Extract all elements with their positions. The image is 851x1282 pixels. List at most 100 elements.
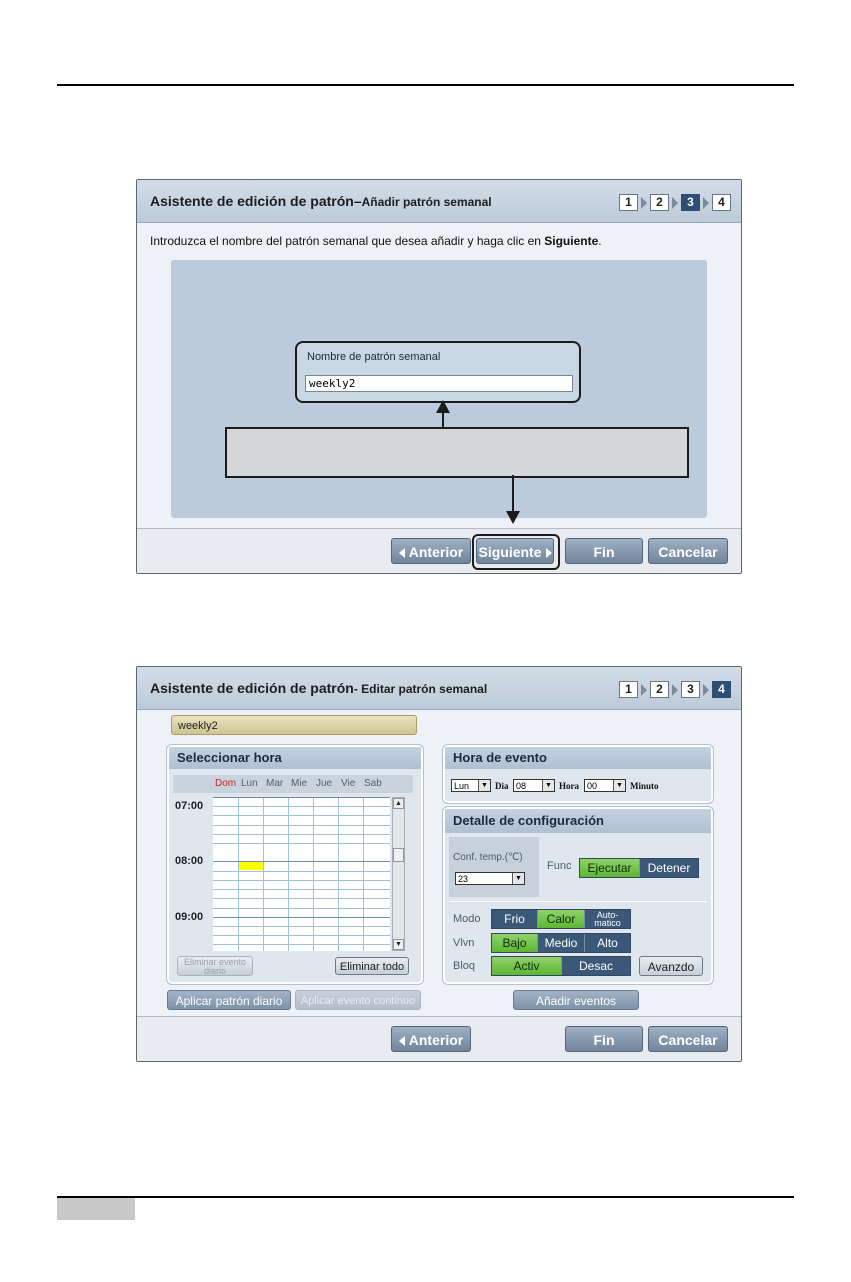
select-time-box: Seleccionar hora Dom Lun Mar Mie Jue Vie… xyxy=(167,745,423,984)
window-title: Asistente de edición de patrón–Añadir pa… xyxy=(150,193,492,209)
chevron-right-icon xyxy=(545,548,552,559)
callout-box xyxy=(225,427,689,478)
dropdown-arrow-icon: ▼ xyxy=(478,780,490,791)
cancelar-button[interactable]: Cancelar xyxy=(648,538,728,564)
bajo-option[interactable]: Bajo xyxy=(492,934,538,952)
time-scrollbar[interactable]: ▲ ▼ xyxy=(392,797,405,951)
event-time-box: Hora de evento Lun▼ Dia 08▼ Hora 00▼ Min… xyxy=(443,745,713,803)
callout-line-down xyxy=(512,475,514,513)
pattern-name-input[interactable] xyxy=(305,375,573,392)
page-number-tab xyxy=(57,1198,135,1220)
fin-button[interactable]: Fin xyxy=(565,538,643,564)
step-1: 1 xyxy=(619,194,638,211)
func-label: Func xyxy=(547,860,572,872)
pattern-name-label: Nombre de patrón semanal xyxy=(307,351,441,363)
top-rule xyxy=(57,84,794,86)
wizard-window-add: Asistente de edición de patrón–Añadir pa… xyxy=(136,179,742,574)
event-time-heading: Hora de evento xyxy=(445,747,711,769)
detener-option[interactable]: Detener xyxy=(640,859,698,877)
anterior-button[interactable]: Anterior xyxy=(391,1026,471,1052)
aplicar-evento-button[interactable]: Aplicar evento continuo xyxy=(295,990,421,1010)
temp-select[interactable]: 23▼ xyxy=(455,872,525,885)
time-label: 07:00 xyxy=(175,800,204,812)
pattern-name-display: weekly2 xyxy=(171,715,417,735)
arrow-up-icon xyxy=(436,400,450,413)
modo-toggle: Frio Calor Auto- matico xyxy=(491,909,631,929)
anadir-eventos-button[interactable]: Añadir eventos xyxy=(513,990,639,1010)
dropdown-arrow-icon: ▼ xyxy=(542,780,554,791)
bloq-toggle: Activ Desac xyxy=(491,956,631,976)
time-grid[interactable] xyxy=(213,797,390,951)
vlvn-toggle: Bajo Medio Alto xyxy=(491,933,631,953)
config-divider xyxy=(449,901,707,902)
step-arrow-icon xyxy=(703,196,709,209)
day-sat[interactable]: Sab xyxy=(364,778,382,789)
day-header: Dom Lun Mar Mie Jue Vie Sab xyxy=(173,775,413,793)
day-select[interactable]: Lun▼ xyxy=(451,779,491,792)
desac-option[interactable]: Desac xyxy=(562,957,630,975)
step-indicator: 1 2 3 4 xyxy=(619,194,731,211)
select-time-heading: Seleccionar hora xyxy=(169,747,421,769)
activ-option[interactable]: Activ xyxy=(492,957,562,975)
siguiente-highlight xyxy=(472,534,560,570)
step-1: 1 xyxy=(619,681,638,698)
siguiente-button[interactable]: Siguiente xyxy=(476,538,554,564)
auto-option[interactable]: Auto- matico xyxy=(585,910,630,928)
scroll-up-icon[interactable]: ▲ xyxy=(393,798,404,809)
day-fri[interactable]: Vie xyxy=(341,778,356,789)
time-label: 09:00 xyxy=(175,911,204,923)
arrow-down-icon xyxy=(506,511,520,524)
minute-select[interactable]: 00▼ xyxy=(584,779,626,792)
cancelar-button[interactable]: Cancelar xyxy=(648,1026,728,1052)
scroll-down-icon[interactable]: ▼ xyxy=(393,939,404,950)
minuto-label: Minuto xyxy=(630,781,659,791)
time-grid-lines xyxy=(213,797,390,951)
dia-label: Dia xyxy=(495,781,509,791)
vlvn-label: Vlvn xyxy=(453,937,475,949)
alto-option[interactable]: Alto xyxy=(585,934,630,952)
eliminar-evento-button[interactable]: Eliminar evento diario xyxy=(177,956,253,976)
eliminar-todo-button[interactable]: Eliminar todo xyxy=(335,957,409,975)
dropdown-arrow-icon: ▼ xyxy=(512,873,524,884)
step-3: 3 xyxy=(681,681,700,698)
day-mon[interactable]: Lun xyxy=(241,778,258,789)
medio-option[interactable]: Medio xyxy=(538,934,585,952)
step-arrow-icon xyxy=(703,683,709,696)
hour-select[interactable]: 08▼ xyxy=(513,779,555,792)
window-titlebar: Asistente de edición de patrón- Editar p… xyxy=(137,667,741,710)
avanzado-button[interactable]: Avanzdo xyxy=(639,956,703,976)
calor-option[interactable]: Calor xyxy=(538,910,585,928)
step-4: 4 xyxy=(712,681,731,698)
window-title: Asistente de edición de patrón- Editar p… xyxy=(150,680,488,696)
step-arrow-icon xyxy=(672,683,678,696)
window-footer: Anterior Fin Cancelar xyxy=(137,1016,741,1061)
step-4: 4 xyxy=(712,194,731,211)
wizard-window-edit: Asistente de edición de patrón- Editar p… xyxy=(136,666,742,1062)
step-arrow-icon xyxy=(641,683,647,696)
step-2: 2 xyxy=(650,194,669,211)
callout-line-up xyxy=(442,411,444,428)
ejecutar-option[interactable]: Ejecutar xyxy=(580,859,640,877)
day-tue[interactable]: Mar xyxy=(266,778,284,789)
frio-option[interactable]: Frio xyxy=(492,910,538,928)
config-detail-heading: Detalle de configuración xyxy=(445,809,711,833)
step-2: 2 xyxy=(650,681,669,698)
instruction-text: Introduzca el nombre del patrón semanal … xyxy=(150,234,602,248)
aplicar-patron-button[interactable]: Aplicar patrón diario xyxy=(167,990,291,1010)
config-detail-box: Detalle de configuración Conf. temp.(℃) … xyxy=(443,807,713,984)
temp-area xyxy=(449,837,539,897)
day-thu[interactable]: Jue xyxy=(316,778,333,789)
fin-button[interactable]: Fin xyxy=(565,1026,643,1052)
step-arrow-icon xyxy=(641,196,647,209)
scroll-thumb[interactable] xyxy=(393,848,404,862)
day-sun[interactable]: Dom xyxy=(215,778,237,789)
anterior-button[interactable]: Anterior xyxy=(391,538,471,564)
window-footer: Anterior Siguiente Fin Cancelar xyxy=(137,528,741,573)
bloq-label: Bloq xyxy=(453,960,476,972)
selected-slot[interactable] xyxy=(239,862,263,870)
pattern-name-box: Nombre de patrón semanal xyxy=(295,341,581,403)
window-titlebar: Asistente de edición de patrón–Añadir pa… xyxy=(137,180,741,223)
hora-label: Hora xyxy=(559,781,579,791)
day-wed[interactable]: Mie xyxy=(291,778,308,789)
step-3: 3 xyxy=(681,194,700,211)
